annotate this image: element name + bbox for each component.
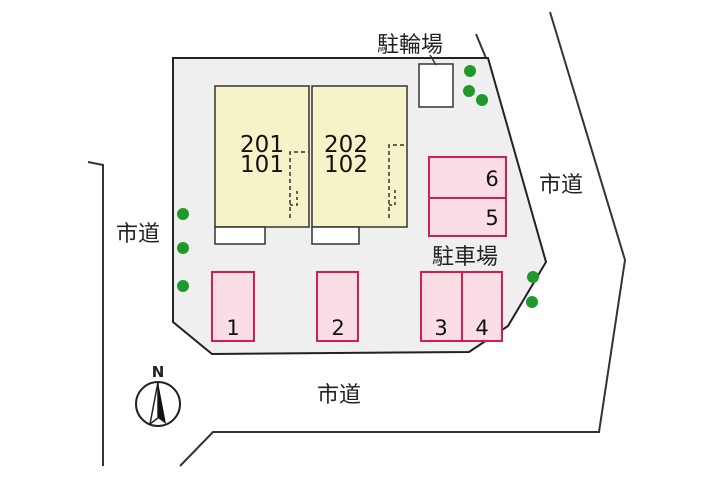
stair-step	[290, 190, 298, 206]
parking-slot-number: 1	[226, 316, 239, 340]
parking-slot-number: 2	[331, 316, 344, 340]
entrance-porch-left	[311, 226, 360, 245]
tree-icon	[463, 85, 475, 97]
parking-slot-4: 4	[461, 271, 503, 342]
bicycle-parking-label: 駐輪場	[377, 33, 443, 58]
building-block	[214, 85, 310, 228]
south-road-label: 市道	[317, 383, 361, 408]
building-202-102: 202 102	[311, 85, 408, 245]
west-road-edge	[87, 161, 104, 466]
parking-slot-number: 6	[485, 167, 498, 191]
parking-slot-3: 3	[420, 271, 463, 342]
parking-slot-5: 5	[428, 197, 507, 237]
parking-slot-1: 1	[211, 271, 255, 342]
parking-label: 駐車場	[432, 245, 498, 270]
parking-slots: 1 2 3 4 5 6	[211, 156, 507, 342]
stair-dashed-outline	[289, 151, 309, 218]
tree-icon	[177, 280, 189, 292]
parking-slot-number: 3	[434, 316, 447, 340]
north-arrow-icon: N	[135, 363, 181, 427]
tree-icon	[177, 242, 189, 254]
parking-slot-number: 5	[485, 206, 498, 230]
unit-upper-label: 201	[240, 132, 284, 158]
parking-slot-6: 6	[428, 156, 507, 199]
tree-icon	[527, 271, 539, 283]
stair-step	[389, 190, 396, 206]
stair-dashed-outline	[388, 144, 407, 218]
north-label: N	[152, 363, 165, 381]
tree-icon	[177, 208, 189, 220]
east-road-label: 市道	[539, 173, 583, 198]
tree-icon	[476, 94, 488, 106]
trees	[177, 65, 539, 308]
building-201-101: 201 101	[214, 85, 310, 245]
unit-lower-label: 102	[324, 152, 368, 178]
east-road-edge-outer	[179, 11, 627, 467]
building-block	[311, 85, 408, 228]
bicycle-parking-divider	[429, 54, 437, 66]
entrance-porch-left	[214, 226, 266, 245]
west-road-label: 市道	[116, 222, 160, 247]
bicycle-parking-area	[418, 63, 454, 108]
unit-upper-label: 202	[324, 132, 368, 158]
parking-slot-number: 4	[475, 316, 488, 340]
unit-lower-label: 101	[240, 152, 284, 178]
parking-slot-2: 2	[316, 271, 359, 342]
tree-icon	[464, 65, 476, 77]
tree-icon	[526, 296, 538, 308]
